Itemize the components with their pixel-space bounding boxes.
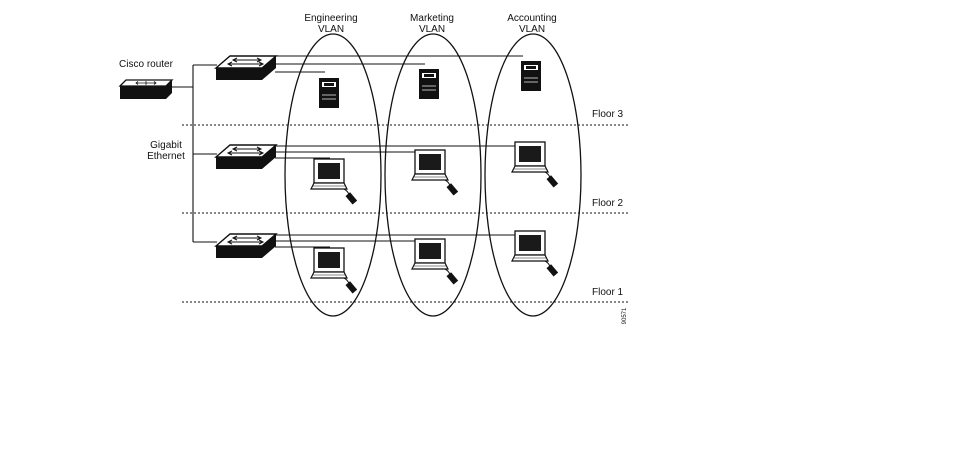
floor-3-label: Floor 3: [592, 109, 624, 120]
marketing-vlan-label-line1: Marketing: [410, 13, 454, 24]
floor-2-label: Floor 2: [592, 198, 624, 209]
accounting-vlan-label-line1: Accounting: [507, 13, 556, 24]
floor-3-switch-icon: [215, 55, 277, 81]
marketing-vlan-ellipse: [384, 33, 482, 317]
marketing-floor-1-pc-icon: [411, 238, 459, 286]
gigabit-backbone: [170, 64, 217, 243]
engineering-server-icon: [318, 77, 340, 109]
floor-1-label: Floor 1: [592, 287, 624, 298]
floor-1-switch-icon: [215, 233, 277, 259]
engineering-vlan-label-line1: Engineering: [304, 13, 357, 24]
floor-1-links: [275, 234, 530, 248]
engineering-vlan-ellipse: [284, 33, 382, 317]
marketing-floor-2-pc-icon: [411, 149, 459, 197]
accounting-vlan-label-line2: VLAN: [519, 24, 545, 35]
accounting-floor-2-pc-icon: [511, 141, 559, 189]
engineering-floor-1-pc-icon: [310, 247, 358, 295]
figure-number: 90571: [622, 307, 628, 324]
marketing-vlan-label-line2: VLAN: [419, 24, 445, 35]
router-label: Cisco router: [119, 59, 174, 70]
accounting-vlan-ellipse: [484, 33, 582, 317]
backbone-label-line1: Gigabit: [150, 140, 182, 151]
accounting-floor-1-pc-icon: [511, 230, 559, 278]
floor-3-links: [275, 55, 523, 73]
engineering-vlan-label-line2: VLAN: [318, 24, 344, 35]
marketing-server-icon: [418, 68, 440, 100]
cisco-router-icon: [119, 79, 173, 100]
accounting-server-icon: [520, 60, 542, 92]
backbone-label-line2: Ethernet: [147, 151, 185, 162]
engineering-floor-2-pc-icon: [310, 158, 358, 206]
floor-2-switch-icon: [215, 144, 277, 170]
floor-2-links: [275, 145, 530, 159]
